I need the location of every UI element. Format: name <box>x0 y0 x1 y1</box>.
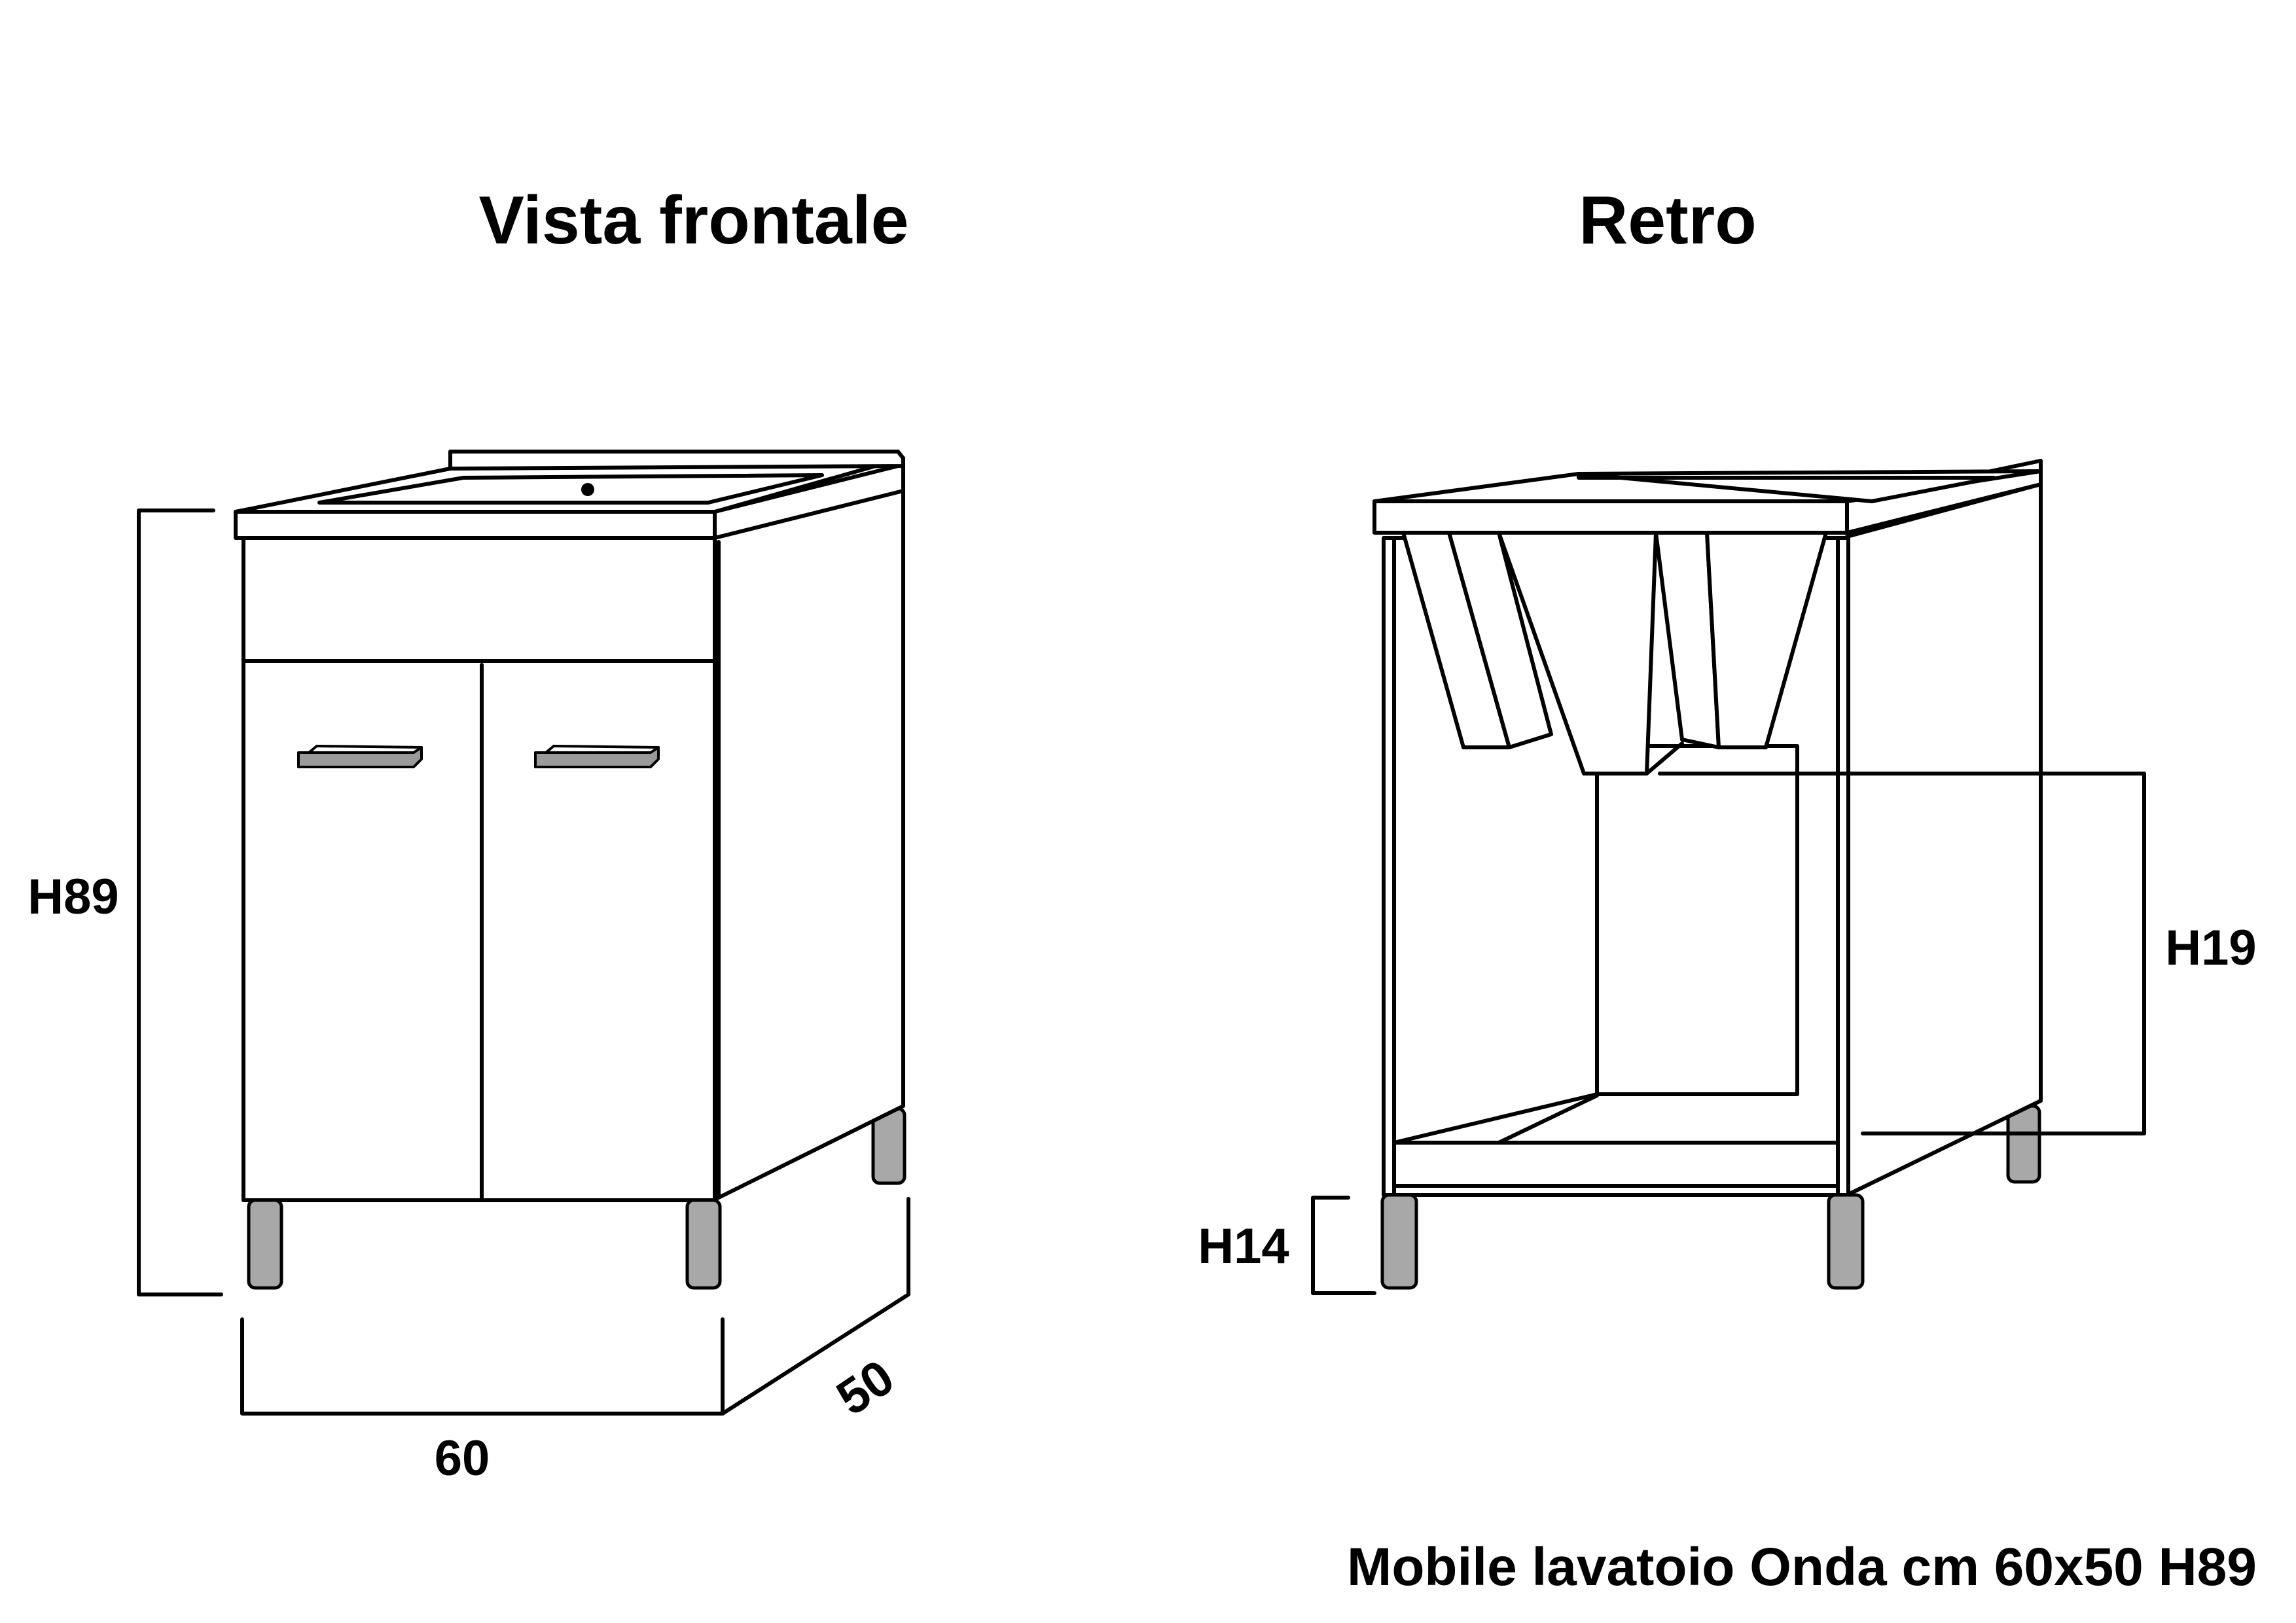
front-depth-label: 50 <box>827 1349 904 1427</box>
back-bottom-shelf <box>1392 1141 1840 1188</box>
front-basin-recess <box>317 473 824 505</box>
front-leg-right <box>685 1198 722 1290</box>
back-leg-left <box>1380 1193 1418 1290</box>
back-legs-dimension-line <box>1311 1196 1376 1295</box>
front-countertop-front <box>234 510 717 540</box>
front-view-title: Vista frontale <box>479 183 909 259</box>
front-cabinet-body <box>242 536 717 1202</box>
back-basin-height-label: H19 <box>2165 920 2256 976</box>
back-view: H19 H14 <box>1198 459 2257 1295</box>
front-height-label: H89 <box>27 869 118 925</box>
front-backsplash <box>448 450 905 471</box>
front-leg-left <box>247 1198 283 1290</box>
front-width-label: 60 <box>435 1431 490 1486</box>
front-height-dimension-line <box>137 508 223 1296</box>
front-door-right-handle <box>534 746 660 768</box>
front-side-panel <box>711 489 905 1202</box>
back-side-panel <box>1845 482 2043 1197</box>
back-view-title: Retro <box>1579 183 1757 259</box>
product-caption: Mobile lavatoio Onda cm 60x50 H89 <box>1347 1537 2257 1597</box>
front-door-left-handle <box>297 746 423 768</box>
front-width-dimension-line <box>240 1317 725 1416</box>
back-rear-leg <box>2006 1104 2041 1184</box>
front-countertop-side <box>713 463 905 540</box>
back-countertop-front <box>1372 499 1849 535</box>
front-view: H89 60 50 <box>27 450 910 1486</box>
front-drain-hole <box>581 483 594 496</box>
back-basin-dimension-line <box>1658 772 2146 1135</box>
back-basin-rim <box>1577 472 1996 503</box>
back-legs-height-label: H14 <box>1198 1219 1289 1274</box>
back-inner-wall <box>1595 744 1799 1096</box>
front-depth-dimension-line <box>721 1197 910 1416</box>
back-leg-right <box>1827 1193 1865 1290</box>
